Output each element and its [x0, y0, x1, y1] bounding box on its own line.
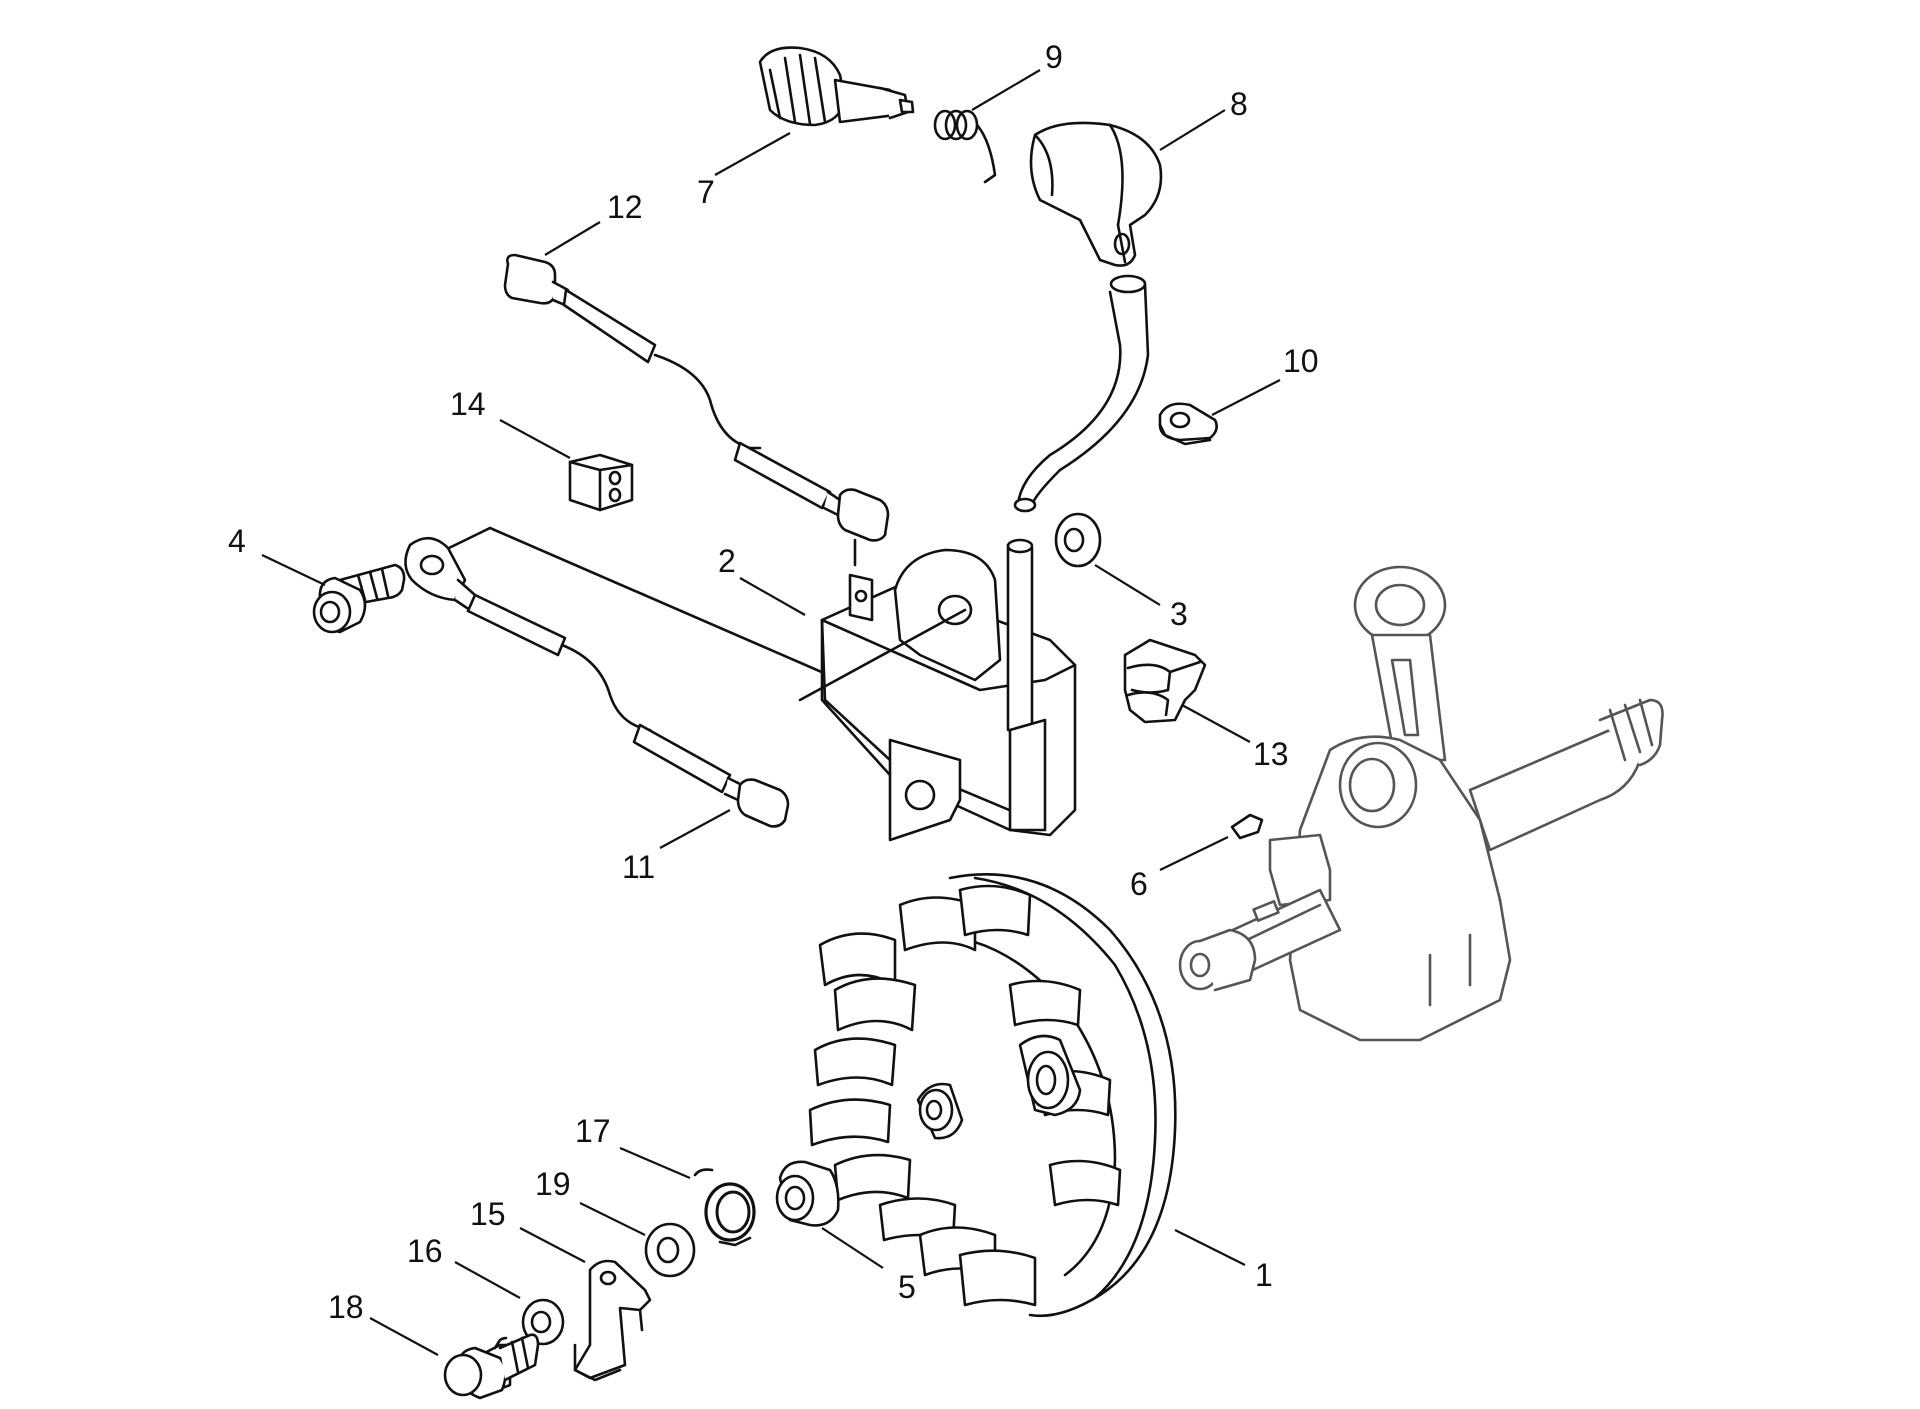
callout-11: 11 [622, 849, 655, 885]
callout-8: 8 [1230, 86, 1248, 122]
woodruff-key [1230, 813, 1264, 840]
callout-16: 16 [407, 1233, 443, 1269]
callout-7: 7 [697, 174, 715, 210]
ratchet-spring [693, 1168, 756, 1247]
callout-17: 17 [575, 1113, 611, 1149]
callout-14: 14 [450, 386, 486, 422]
lead-clamp [1158, 402, 1218, 446]
callout-15: 15 [470, 1196, 506, 1232]
callout-18: 18 [328, 1289, 364, 1325]
callout-4: 4 [228, 523, 246, 559]
callout-12: 12 [607, 189, 643, 225]
callout-5: 5 [898, 1269, 916, 1305]
callout-10: 10 [1283, 343, 1319, 379]
ratchet-bolt-washer [521, 1298, 565, 1346]
high-tension-lead [1013, 274, 1150, 513]
spark-plug-spring [933, 109, 997, 184]
flywheel [808, 873, 1177, 1318]
spark-plug-boot [1029, 121, 1163, 267]
callout-2: 2 [718, 543, 736, 579]
callout-labels: 1 2 3 4 5 6 7 8 9 10 11 12 13 14 15 16 1… [228, 39, 1319, 1325]
crankshaft [1178, 565, 1664, 1042]
leader-lines [261, 69, 1281, 1356]
ignition-coil [798, 538, 1077, 842]
callout-3: 3 [1170, 596, 1188, 632]
wire-clip [1123, 638, 1207, 724]
callout-6: 6 [1130, 866, 1148, 902]
washer [1054, 512, 1102, 568]
stop-switch-lead-upper [503, 253, 890, 567]
spark-plug [758, 46, 915, 127]
wire-connector [568, 453, 634, 512]
callout-13: 13 [1253, 736, 1289, 772]
callout-19: 19 [535, 1166, 571, 1202]
callout-1: 1 [1255, 1257, 1273, 1293]
ground-lead [404, 526, 842, 828]
ignition-coil-bolt [312, 563, 406, 634]
callout-9: 9 [1045, 39, 1063, 75]
ratchet-bolt [443, 1333, 540, 1400]
flywheel-nut [775, 1160, 840, 1227]
ratchet-washer [644, 1222, 696, 1278]
ratchet-pawl [573, 1259, 652, 1382]
